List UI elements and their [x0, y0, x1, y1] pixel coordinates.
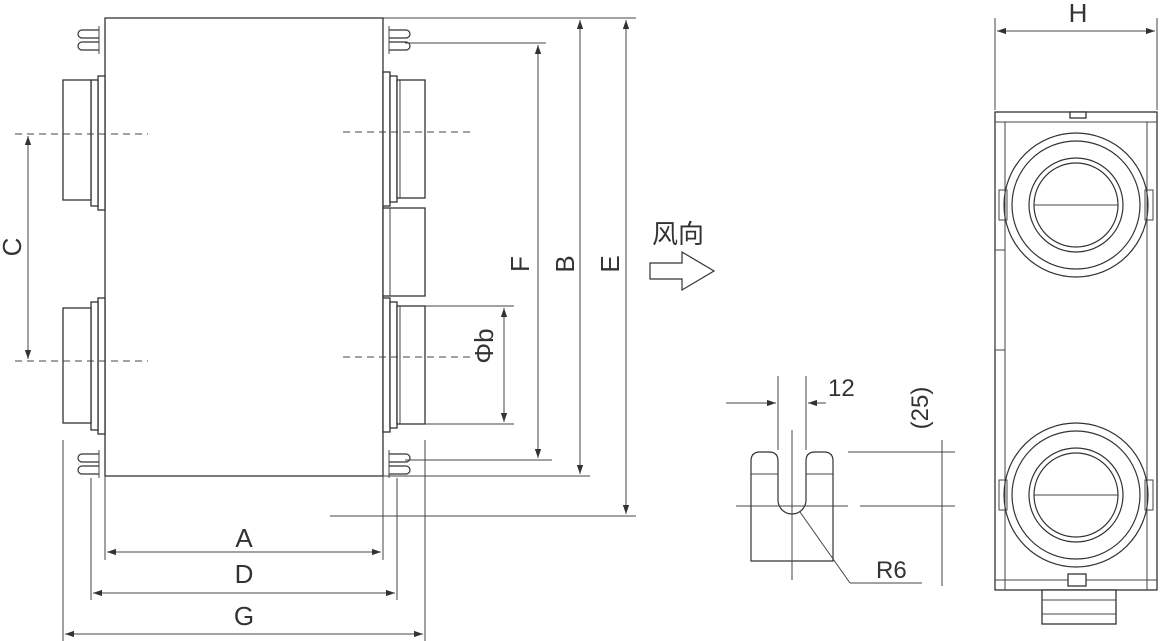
- right-duct-upper: [382, 71, 426, 207]
- right-arrow-icon: [649, 250, 716, 292]
- hanging-hook-top-left: [77, 26, 100, 54]
- hook-height-label: (25): [907, 387, 934, 430]
- side-housing: [994, 111, 1158, 591]
- side-drain-fitting: [1041, 589, 1117, 625]
- unit-housing: [104, 17, 384, 477]
- side-view: H: [994, 0, 1158, 625]
- hook-radius-label: R6: [876, 557, 907, 584]
- airflow-label: 风向: [652, 219, 704, 249]
- side-duct-upper: [998, 132, 1154, 278]
- hook-width-label: 12: [828, 375, 855, 402]
- dim-label-D: D: [235, 559, 254, 589]
- dim-label-H: H: [1069, 0, 1088, 28]
- side-box: [382, 207, 426, 297]
- dim-label-E: E: [595, 255, 625, 272]
- hanging-hook-bottom-right: [388, 450, 411, 478]
- hook-bracket: [750, 451, 834, 562]
- hanging-hook-bottom-left: [77, 450, 100, 478]
- dim-label-A: A: [235, 523, 253, 553]
- dim-label-G: G: [234, 601, 254, 631]
- right-duct-lower: [382, 297, 426, 433]
- dim-label-F: F: [505, 256, 535, 272]
- side-duct-lower: [998, 422, 1154, 568]
- left-duct-lower: [62, 297, 106, 435]
- dim-label-phib: Φb: [469, 328, 499, 363]
- dim-label-C: C: [0, 238, 27, 257]
- dim-label-B: B: [550, 255, 580, 272]
- left-duct-upper: [62, 75, 106, 211]
- hook-detail: 12 (25) R6: [726, 375, 955, 586]
- front-view: C Φb F B E A D G: [0, 17, 636, 641]
- airflow-indicator: 风向: [649, 219, 716, 292]
- hanging-hook-top-right: [388, 26, 411, 54]
